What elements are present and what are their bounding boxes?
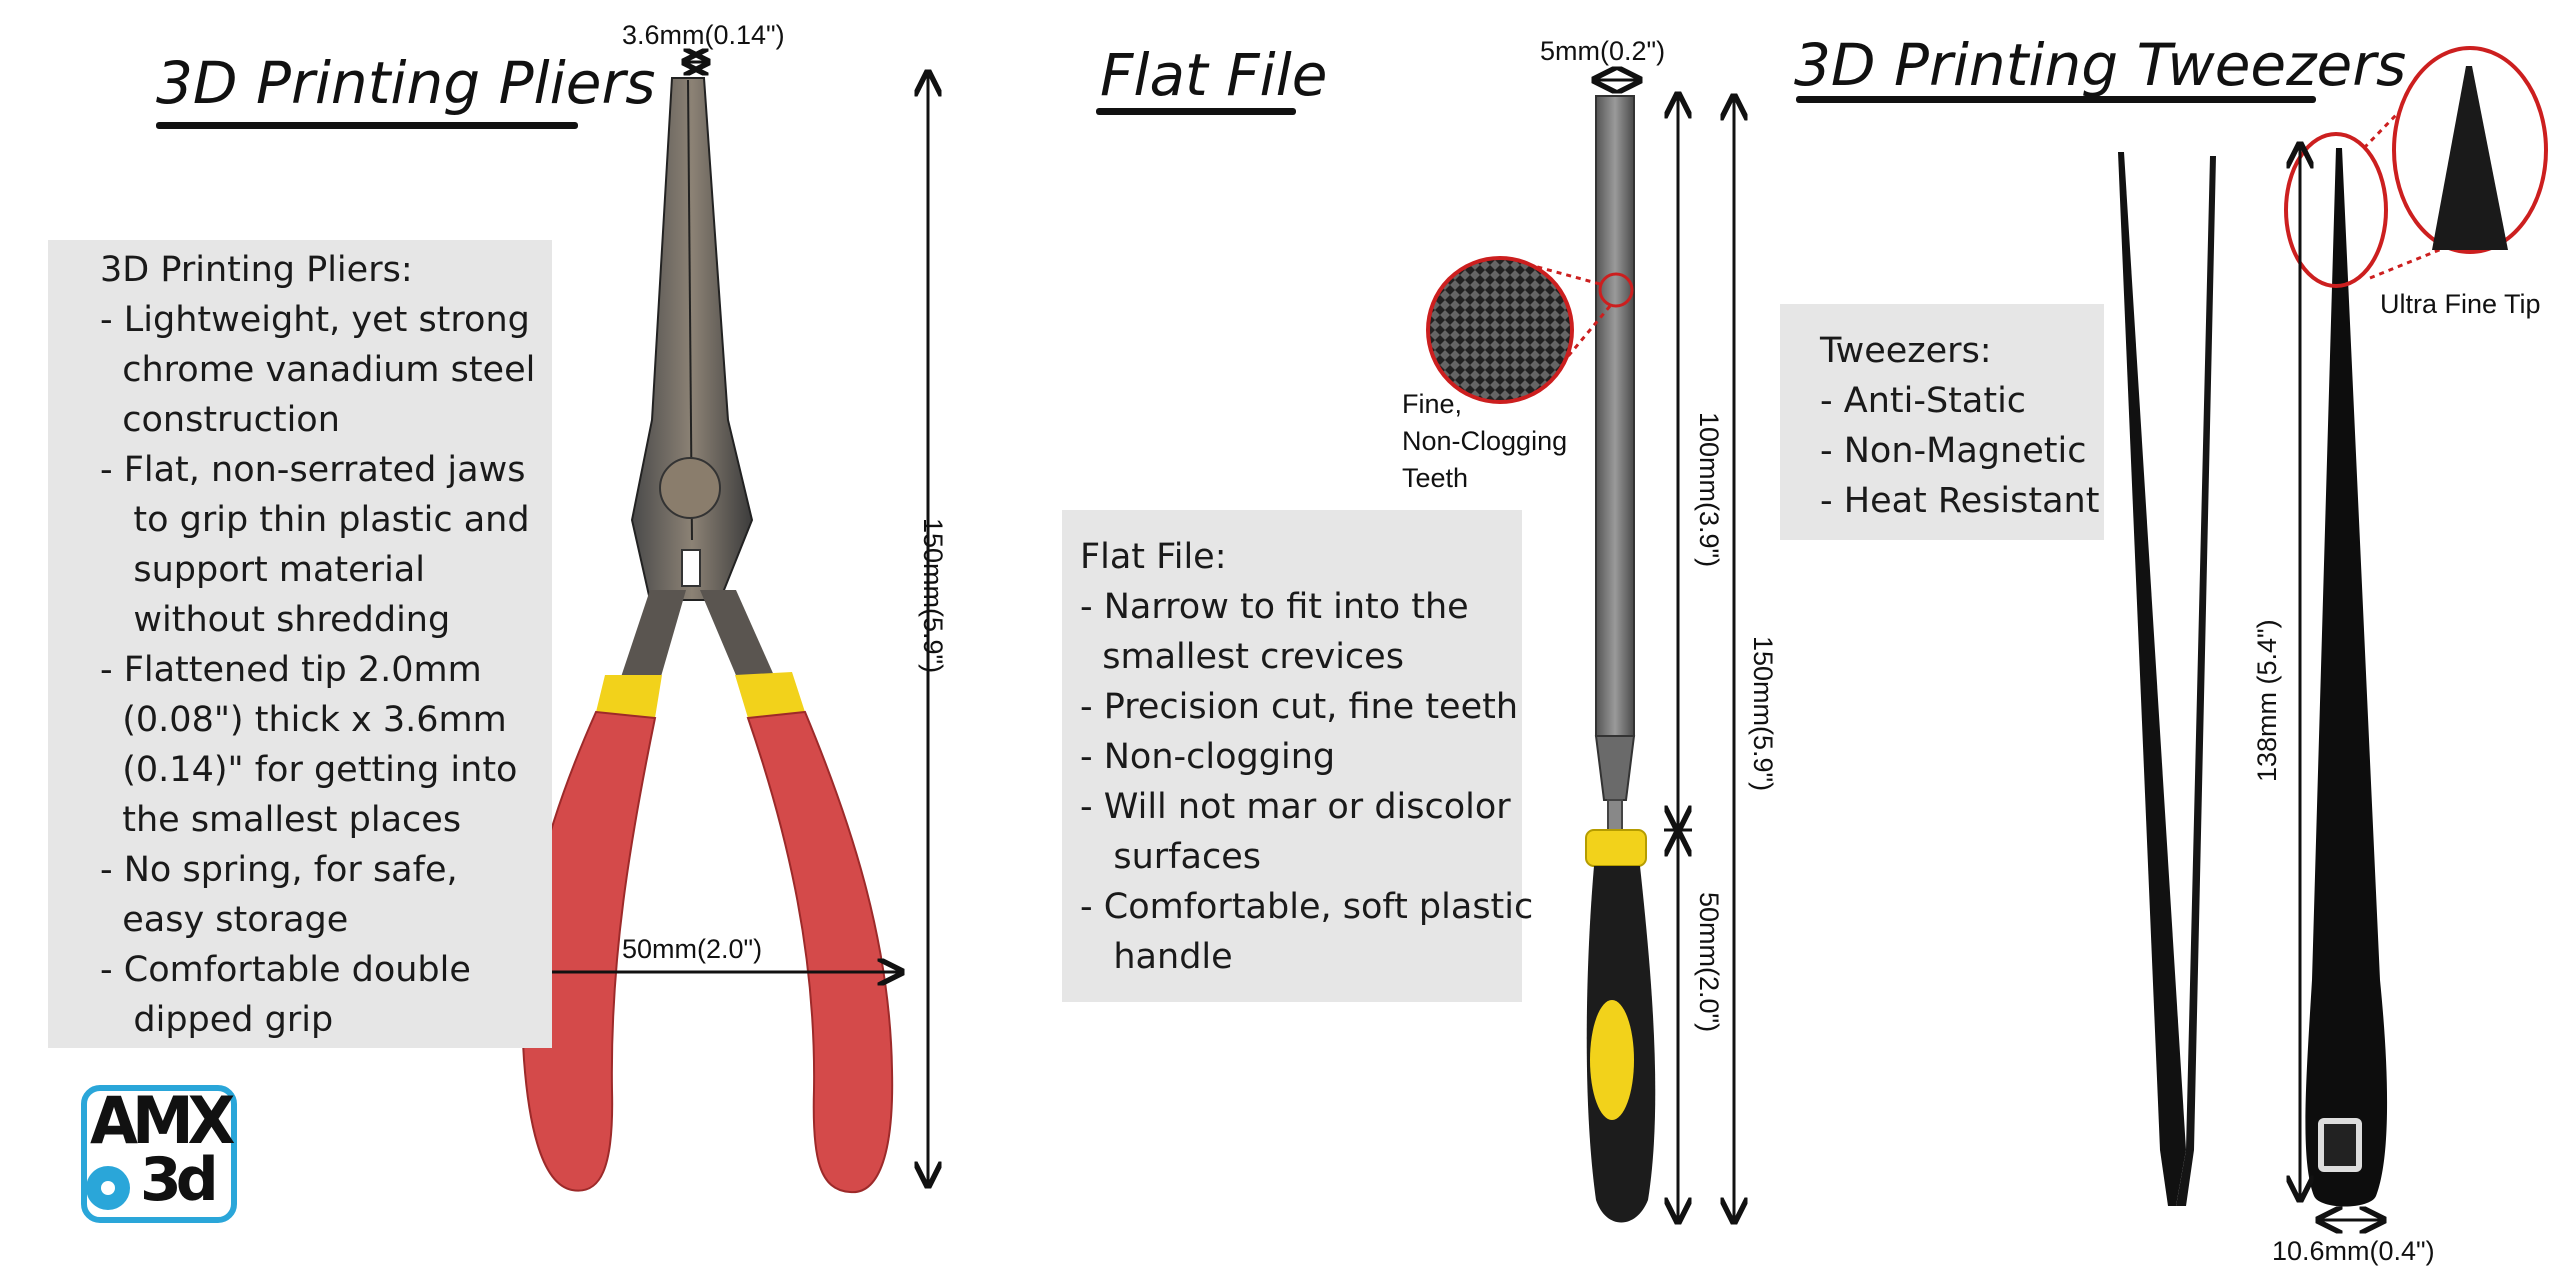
pliers-feature-line: easy storage xyxy=(100,900,349,940)
pliers-feature-line: (0.14)" for getting into xyxy=(100,750,518,790)
tweezers-features-box: Tweezers: - Anti-Static - Non-Magnetic -… xyxy=(1780,304,2104,540)
pliers-feature-line: chrome vanadium steel xyxy=(100,350,536,390)
file-teeth-callout: Fine, Non-Clogging Teeth xyxy=(1402,386,1567,497)
tweezers-feature-line: - Heat Resistant xyxy=(1820,481,2100,521)
file-blade-length-label: 100mm(3.9") xyxy=(1694,412,1724,568)
pliers-title-underline xyxy=(156,122,578,129)
pliers-feature-line: support material xyxy=(100,550,425,590)
pliers-feature-line: - No spring, for safe, xyxy=(100,850,458,890)
file-feature-line: - Precision cut, fine teeth xyxy=(1080,687,1519,727)
pliers-feature-line: - Lightweight, yet strong xyxy=(100,300,530,340)
flat-file-features-box: Flat File: - Narrow to fit into the smal… xyxy=(1062,510,1534,1002)
file-total-length-label: 150mm(5.9") xyxy=(1748,636,1778,792)
tweezers-feature-line: - Anti-Static xyxy=(1820,381,2027,421)
file-handle-length-label: 50mm(2.0") xyxy=(1694,892,1724,1033)
tweezers-feature-line: - Non-Magnetic xyxy=(1820,431,2087,471)
pliers-feature-line: (0.08") thick x 3.6mm xyxy=(100,700,507,740)
pliers-feature-line: construction xyxy=(100,400,340,440)
pliers-width-label: 50mm(2.0") xyxy=(622,934,763,964)
tweezers-tip-callout: Ultra Fine Tip xyxy=(2380,289,2541,319)
flat-file-title: Flat File xyxy=(1100,41,1328,109)
pliers-height-label: 150mm(5.9") xyxy=(918,518,948,674)
tweezers-title-underline xyxy=(1796,96,2316,103)
pliers-features-box: 3D Printing Pliers: - Lightweight, yet s… xyxy=(48,240,552,1048)
file-teeth-callout-line: Teeth xyxy=(1402,463,1469,493)
logo-text-amx: AMX xyxy=(90,1082,236,1159)
pliers-feature-line: - Comfortable double xyxy=(100,950,471,990)
pliers-feature-line: the smallest places xyxy=(100,800,462,840)
tweezers-width-label: 10.6mm(0.4") xyxy=(2272,1236,2435,1266)
amx3d-logo xyxy=(81,1085,237,1223)
pliers-feature-line: to grip thin plastic and xyxy=(100,500,530,540)
flat-file-image xyxy=(1426,95,1656,1223)
file-feature-line: smallest crevices xyxy=(1080,637,1404,677)
tweezers-image xyxy=(2118,46,2548,1207)
tweezers-feature-line: Tweezers: xyxy=(1820,331,1992,371)
file-feature-line: surfaces xyxy=(1080,837,1261,877)
file-teeth-callout-line: Non-Clogging xyxy=(1402,426,1568,456)
file-teeth-callout-line: Fine, xyxy=(1402,389,1463,419)
pliers-feature-line: without shredding xyxy=(100,600,451,640)
pliers-feature-line: - Flat, non-serrated jaws xyxy=(100,450,526,490)
file-feature-line: - Non-clogging xyxy=(1080,737,1336,777)
file-feature-line: handle xyxy=(1080,937,1233,977)
pliers-image xyxy=(521,77,894,1194)
file-feature-line: Flat File: xyxy=(1080,537,1227,577)
pliers-feature-line: dipped grip xyxy=(100,1000,334,1040)
file-feature-line: - Narrow to fit into the xyxy=(1080,587,1469,627)
pliers-title: 3D Printing Pliers xyxy=(156,49,656,117)
pliers-feature-line: - Flattened tip 2.0mm xyxy=(100,650,482,690)
pliers-tip-width-label: 3.6mm(0.14") xyxy=(622,20,785,50)
tweezers-height-label: 138mm (5.4") xyxy=(2252,619,2282,782)
file-feature-line: - Will not mar or discolor xyxy=(1080,787,1511,827)
file-width-label: 5mm(0.2") xyxy=(1540,36,1666,66)
tweezers-title: 3D Printing Tweezers xyxy=(1794,31,2407,99)
pliers-feature-line: 3D Printing Pliers: xyxy=(100,250,413,290)
file-feature-line: - Comfortable, soft plastic xyxy=(1080,887,1534,927)
flat-file-title-underline xyxy=(1096,108,1296,115)
logo-text-3d: 3d xyxy=(140,1145,219,1215)
